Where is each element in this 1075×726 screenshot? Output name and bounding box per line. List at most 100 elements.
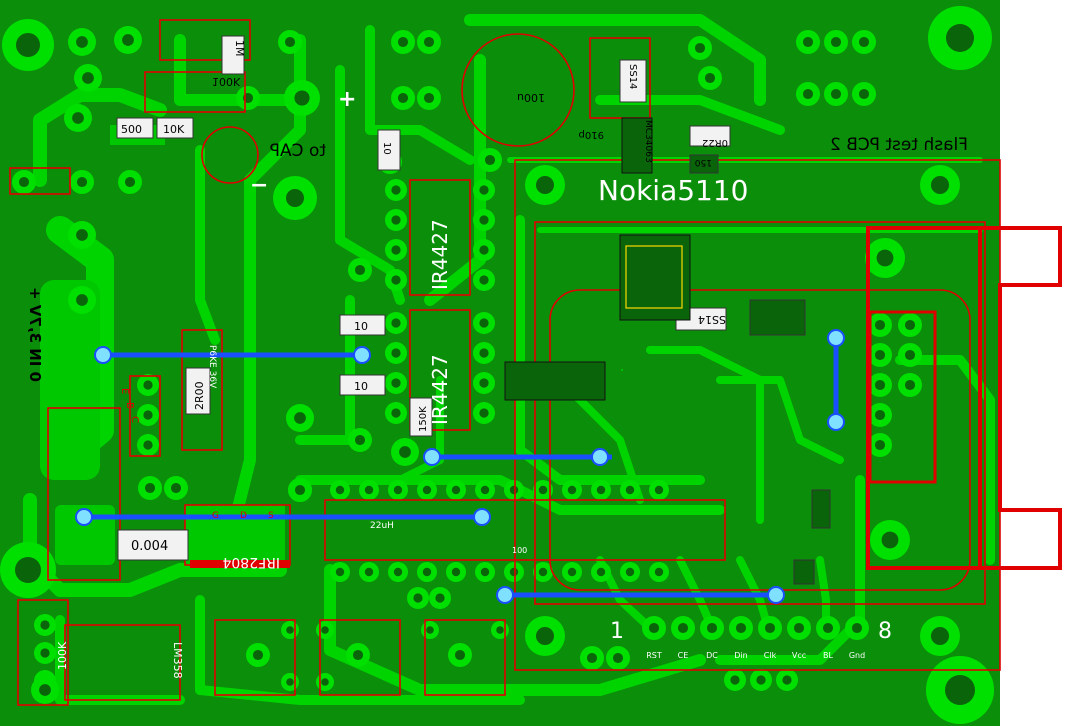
r-150k-label: 150K: [418, 406, 429, 432]
r-0r22-body: [689, 125, 731, 147]
pad: [898, 313, 922, 337]
pad: [138, 476, 162, 500]
resistor-10-b: [339, 374, 386, 396]
lcd-pin: [671, 616, 695, 640]
r-1m-label: 1M: [233, 40, 246, 57]
pad: [284, 80, 320, 116]
lm358-outline: [64, 624, 181, 701]
ss14-top-body: [619, 59, 647, 103]
r-500-label: 500: [121, 123, 142, 136]
pad: [391, 438, 419, 466]
pin-eight-label: 8: [878, 619, 892, 644]
transistor-pin-label-e: E: [119, 388, 130, 394]
ir4427-label-a: IR4427: [428, 219, 452, 290]
pad: [70, 170, 94, 194]
header-pin: [533, 480, 553, 500]
pad: [868, 433, 892, 457]
pad: [870, 520, 910, 560]
mosfet-pin-label-s: S: [268, 511, 274, 521]
pad: [316, 621, 334, 639]
header-pin: [620, 480, 640, 500]
pad: [448, 643, 472, 667]
header-pin: [475, 480, 495, 500]
pad: [824, 82, 848, 106]
diode-small: [811, 489, 831, 529]
pad: [796, 82, 820, 106]
lcd-pin-label-rst: RST: [646, 651, 662, 660]
pad: [417, 86, 441, 110]
mounting-hole: [920, 165, 960, 205]
1m-outline: [159, 19, 251, 61]
lcd-pin: [642, 616, 666, 640]
header-pin: [388, 480, 408, 500]
transistor-pin-label-b: B: [124, 402, 135, 409]
board-edge-right: [1000, 0, 1075, 726]
pad: [796, 30, 820, 54]
ir4427-a-outline: [409, 179, 471, 296]
pad: [688, 36, 712, 60]
header-pin: [562, 480, 582, 500]
header-pin: [330, 480, 350, 500]
pad: [473, 402, 495, 424]
lcd-pin-label-ce: CE: [678, 651, 689, 660]
pad: [74, 64, 102, 92]
pad: [724, 669, 746, 691]
r-2r00-label: 2R00: [193, 381, 206, 410]
lcd-pin: [700, 616, 724, 640]
pad: [114, 26, 142, 54]
pad: [68, 28, 96, 56]
mounting-holes: [0, 6, 994, 724]
header-pin: [446, 562, 466, 582]
component-outlines: [9, 19, 1062, 706]
2r00-outline: [181, 329, 223, 451]
resistor-10-a: [339, 314, 386, 336]
pot-b-outline: [319, 619, 401, 696]
flash-test-title: Flash test PCB 2: [830, 135, 968, 155]
pad: [385, 179, 407, 201]
pad: [898, 343, 922, 367]
to-cap-label: to CAP: [270, 141, 326, 161]
usb-connector-outline: [866, 226, 982, 570]
pad: [606, 646, 630, 670]
pad: [346, 643, 370, 667]
inductor-outline: [324, 499, 726, 561]
r-150-body: [689, 154, 719, 174]
pad: [776, 669, 798, 691]
pot-a-outline: [214, 619, 296, 696]
pad: [288, 478, 312, 502]
pad: [385, 402, 407, 424]
ebc-outline: [129, 375, 161, 457]
mc34063-label: MC34063: [643, 120, 653, 163]
pad: [12, 170, 36, 194]
header-pin: [330, 562, 350, 582]
pad: [31, 676, 59, 704]
mosfet-pin-label-d: D: [240, 511, 247, 521]
pad: [868, 343, 892, 367]
mosfet-label: IRF2804: [222, 554, 280, 570]
lm358-label: LM358: [171, 642, 184, 679]
pad: [137, 404, 159, 426]
inductor-label: 22uH: [370, 521, 394, 531]
ss14-mid-label: SS14: [698, 313, 726, 326]
ss14-top-label: SS14: [627, 64, 638, 89]
pad: [286, 404, 314, 432]
pad: [868, 403, 892, 427]
pad: [281, 673, 299, 691]
r-100k-bottom-label: 100K: [56, 641, 69, 670]
resistor-1m: [221, 35, 245, 75]
r-0r22-label: 0R22: [702, 137, 728, 148]
lcd-pin-label-vcc: Vcc: [792, 651, 806, 660]
cap-to-outline: [201, 126, 259, 184]
resistor-150k: [409, 397, 433, 437]
pad: [429, 587, 451, 609]
cap-yellow: [793, 559, 815, 585]
pad: [473, 312, 495, 334]
cap-plus-label: +: [338, 87, 356, 112]
mosfet-pin-label-g: G: [212, 511, 219, 521]
nokia-title: Nokia5110: [598, 174, 749, 207]
pad: [473, 209, 495, 231]
pad: [68, 286, 96, 314]
